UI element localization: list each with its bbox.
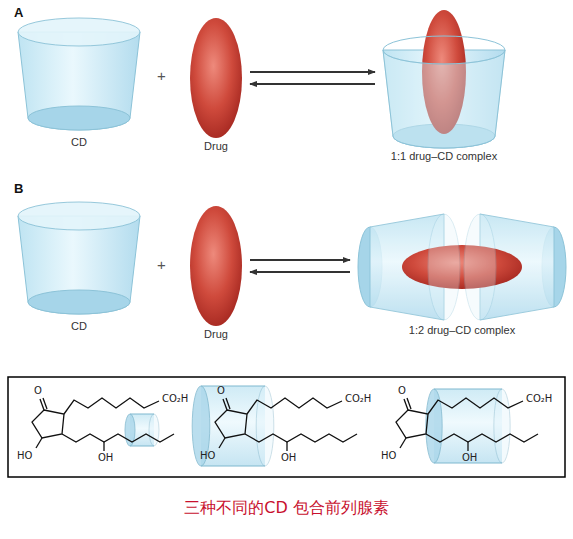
- node-label: CD: [16, 136, 142, 150]
- bond: [103, 442, 104, 451]
- atom-label: O: [34, 385, 42, 397]
- node-label: CD: [16, 320, 142, 334]
- group-label: CO₂H: [162, 393, 188, 405]
- group-label: HO: [17, 450, 32, 462]
- node-label: 1:2 drug–CD complex: [356, 324, 568, 338]
- prostaglandin-molecule: [192, 386, 357, 466]
- bond: [286, 442, 287, 451]
- equilibrium-arrow: [250, 72, 375, 84]
- cyclodextrin-cup-shape: [16, 16, 142, 136]
- drug-ellipse-shape: [188, 16, 244, 140]
- group-label: OH: [98, 452, 113, 464]
- equilibrium-arrow: [250, 260, 350, 272]
- cyclodextrin-cup: CD: [16, 200, 142, 336]
- plus-sign: +: [157, 67, 166, 85]
- complex-figure: 1:2 drug–CD complex: [356, 212, 568, 340]
- drug-ellipse: Drug: [188, 16, 244, 156]
- group-label: HO: [381, 450, 396, 462]
- complex-figure-shape: [381, 8, 507, 150]
- bond: [247, 398, 342, 414]
- bond: [400, 438, 406, 448]
- bond: [32, 410, 64, 438]
- prostaglandin-structures: [32, 386, 538, 466]
- bond: [428, 398, 523, 414]
- complex-figure-shape: [356, 212, 568, 324]
- section-letter: A: [14, 5, 23, 21]
- bond: [43, 398, 47, 409]
- section-letter: B: [14, 181, 23, 197]
- bond: [64, 398, 159, 414]
- figure-caption: 三种不同的CD 包合前列腺素: [0, 498, 573, 519]
- node-label: 1:1 drug–CD complex: [381, 150, 507, 164]
- structure-frame: [8, 377, 565, 477]
- bond: [467, 442, 468, 451]
- group-label: OH: [281, 452, 296, 464]
- complex-figure: 1:1 drug–CD complex: [381, 8, 507, 166]
- bond: [62, 434, 174, 442]
- cyclodextrin-ring: [192, 386, 274, 466]
- plus-sign: +: [157, 256, 166, 274]
- bond: [36, 438, 42, 448]
- cyclodextrin-cup-shape: [16, 200, 142, 320]
- bond: [396, 410, 428, 438]
- bond: [407, 398, 411, 409]
- group-label: HO: [200, 450, 215, 462]
- atom-label: O: [398, 385, 406, 397]
- bond: [426, 434, 538, 442]
- bond: [226, 398, 230, 409]
- prostaglandin-molecule: [32, 398, 174, 451]
- group-label: OH: [462, 452, 477, 464]
- bond: [219, 438, 225, 448]
- prostaglandin-molecule: [396, 389, 538, 463]
- group-label: CO₂H: [526, 393, 552, 405]
- group-label: CO₂H: [345, 393, 371, 405]
- node-label: Drug: [188, 328, 244, 342]
- drug-ellipse-shape: [188, 204, 244, 328]
- bond: [215, 410, 247, 438]
- node-label: Drug: [188, 140, 244, 154]
- bond: [245, 434, 357, 442]
- atom-label: O: [217, 385, 225, 397]
- drug-ellipse: Drug: [188, 204, 244, 344]
- cyclodextrin-cup: CD: [16, 16, 142, 152]
